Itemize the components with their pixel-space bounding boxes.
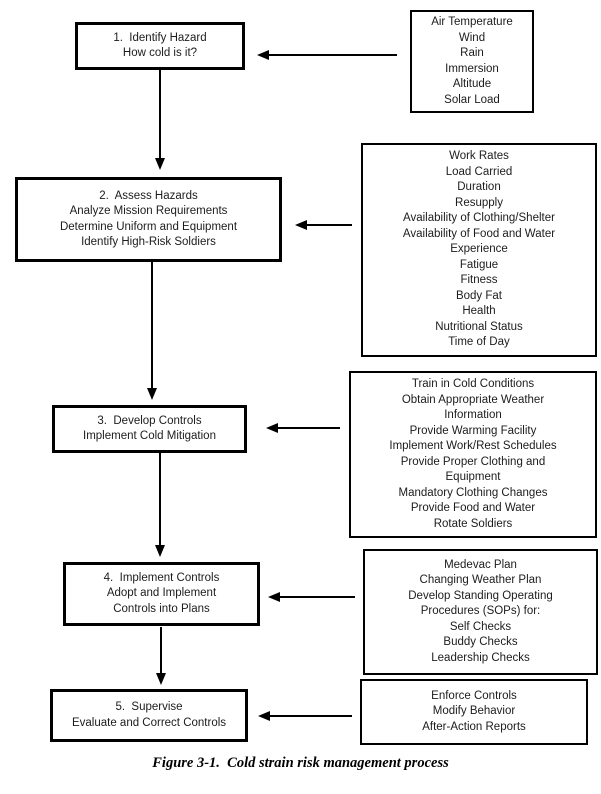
arrow-step1-to-step2 (155, 70, 165, 170)
factors-1-box: Air Temperature Wind Rain Immersion Alti… (410, 10, 534, 113)
arrow-factors3-to-step3 (266, 423, 340, 433)
arrowhead-down-icon (156, 673, 166, 685)
step-1-box: 1. Identify Hazard How cold is it? (75, 22, 245, 70)
step-4-text: 4. Implement Controls Adopt and Implemen… (103, 571, 220, 615)
arrowhead-down-icon (155, 545, 165, 557)
factors-4-text: Medevac Plan Changing Weather Plan Devel… (408, 558, 553, 664)
arrow-factors2-to-step2 (295, 220, 352, 230)
step-2-text: 2. Assess Hazards Analyze Mission Requir… (59, 189, 238, 249)
figure-caption: Figure 3-1. Cold strain risk management … (152, 755, 449, 771)
step-4-box: 4. Implement Controls Adopt and Implemen… (63, 562, 260, 626)
arrowhead-left-icon (257, 50, 269, 60)
factors-5-box: Enforce Controls Modify Behavior After-A… (360, 679, 588, 745)
arrow-line (159, 70, 161, 158)
step-1-text: 1. Identify Hazard How cold is it? (113, 31, 207, 60)
arrow-line (151, 262, 153, 388)
arrow-line (159, 453, 161, 545)
arrowhead-left-icon (268, 592, 280, 602)
factors-4-box: Medevac Plan Changing Weather Plan Devel… (363, 549, 598, 675)
step-5-text: 5. Supervise Evaluate and Correct Contro… (71, 701, 227, 729)
step-3-box: 3. Develop Controls Implement Cold Mitig… (52, 405, 247, 453)
arrowhead-left-icon (258, 711, 270, 721)
factors-2-box: Work Rates Load Carried Duration Resuppl… (361, 143, 597, 357)
arrow-step2-to-step3 (147, 262, 157, 400)
arrow-step3-to-step4 (155, 453, 165, 557)
arrow-line (270, 715, 352, 717)
arrow-factors5-to-step5 (258, 711, 352, 721)
arrow-line (307, 224, 352, 226)
arrowhead-left-icon (295, 220, 307, 230)
arrow-factors4-to-step4 (268, 592, 355, 602)
factors-1-text: Air Temperature Wind Rain Immersion Alti… (431, 16, 513, 106)
arrowhead-left-icon (266, 423, 278, 433)
factors-5-text: Enforce Controls Modify Behavior After-A… (422, 689, 526, 733)
arrow-line (278, 427, 340, 429)
arrow-line (160, 627, 162, 673)
factors-3-text: Train in Cold Conditions Obtain Appropri… (389, 378, 557, 530)
arrowhead-down-icon (147, 388, 157, 400)
arrow-line (280, 596, 355, 598)
factors-2-text: Work Rates Load Carried Duration Resuppl… (402, 150, 556, 349)
arrow-line (269, 54, 397, 56)
arrowhead-down-icon (155, 158, 165, 170)
step-3-text: 3. Develop Controls Implement Cold Mitig… (83, 414, 216, 443)
arrow-factors1-to-step1 (257, 50, 397, 60)
step-5-box: 5. Supervise Evaluate and Correct Contro… (50, 689, 248, 742)
step-2-box: 2. Assess Hazards Analyze Mission Requir… (15, 177, 282, 262)
arrow-step4-to-step5 (156, 627, 166, 685)
factors-3-box: Train in Cold Conditions Obtain Appropri… (349, 371, 597, 538)
